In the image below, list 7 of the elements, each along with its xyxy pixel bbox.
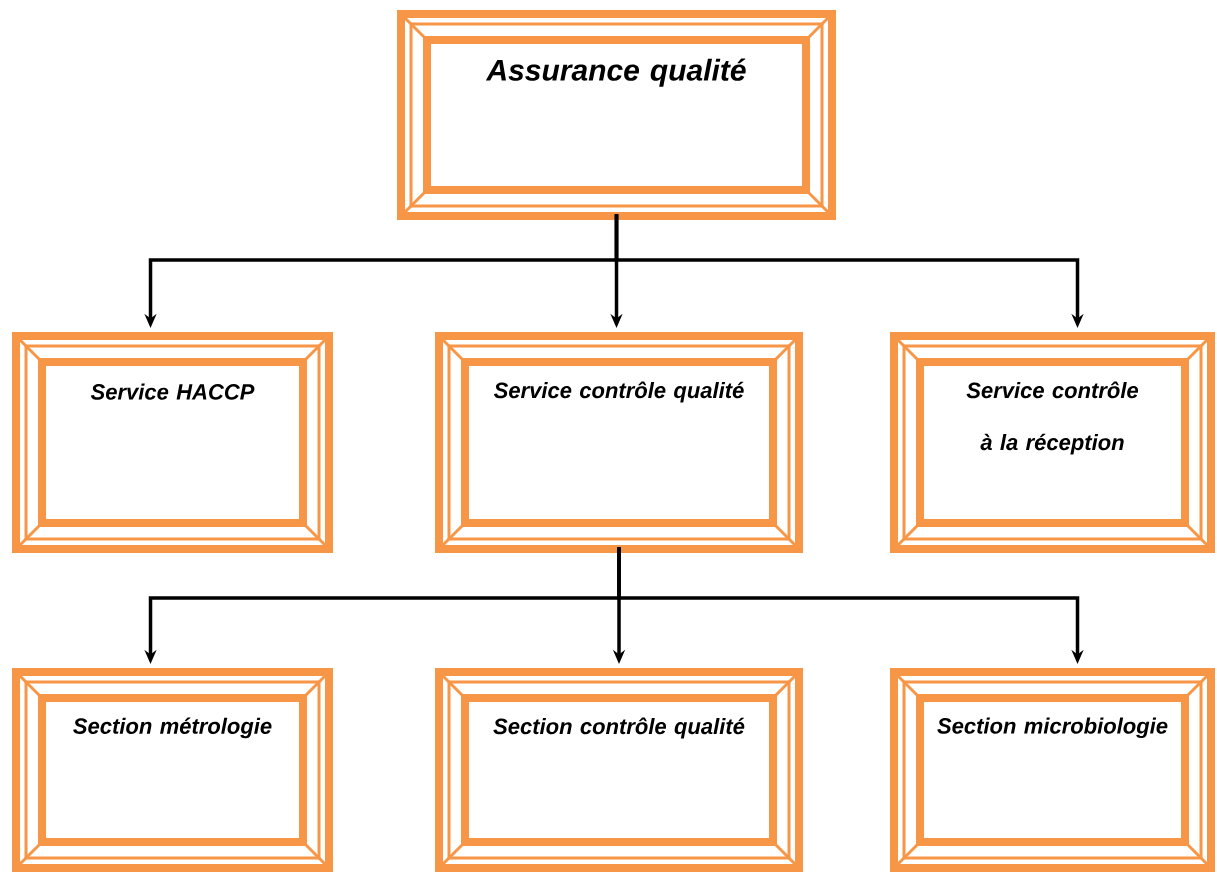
framed-box: Service contrôle qualité	[435, 332, 803, 553]
framed-box: Section contrôle qualité	[435, 668, 803, 872]
framed-box: Service contrôle à la réception	[890, 332, 1215, 553]
framed-box: Section métrologie	[12, 668, 333, 872]
framed-box: Service HACCP	[12, 332, 333, 553]
framed-box: Section microbiologie	[890, 668, 1215, 872]
framed-box: Assurance qualité	[397, 10, 836, 220]
